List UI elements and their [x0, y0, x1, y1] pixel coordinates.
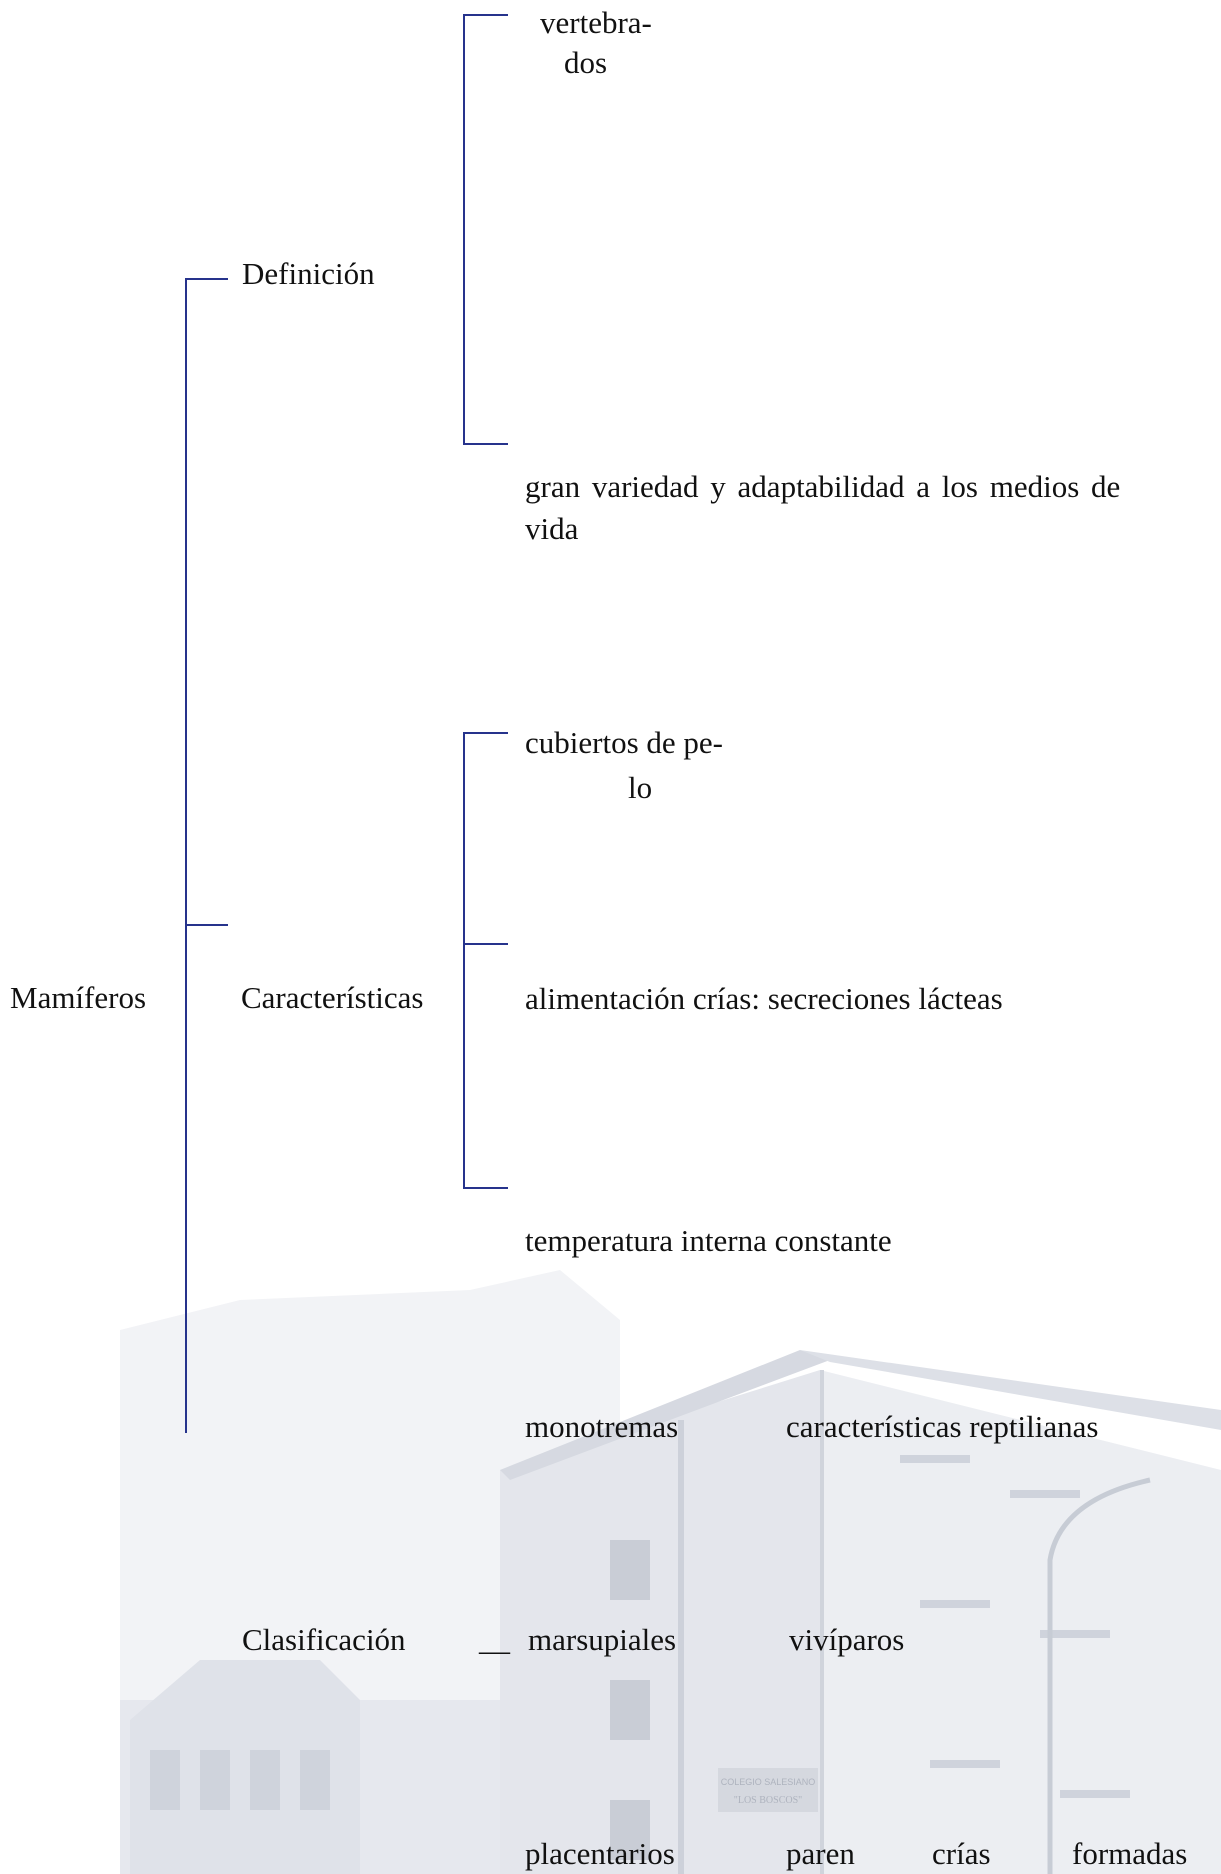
definicion-bracket-vertical [463, 14, 465, 444]
definicion-item-vertebrados-2: dos [564, 45, 608, 80]
root-bracket-tick-definicion [185, 278, 228, 280]
caracteristicas-bracket-middle [463, 943, 508, 945]
caracteristicas-item-temperatura: temperatura interna constante [525, 1223, 892, 1258]
root-bracket-tick-caracteristicas [185, 924, 228, 926]
group-placentarios-name: placentarios [525, 1836, 675, 1871]
group-placentarios-trait-word-1: paren [786, 1836, 855, 1871]
caracteristicas-bracket-bottom [463, 1187, 508, 1189]
caracteristicas-item-pelo-1: cubiertos de pe- [525, 725, 723, 760]
caracteristicas-label: Características [241, 980, 424, 1015]
definicion-item-vertebrados-1: vertebra- [540, 5, 652, 40]
group-marsupiales-name: marsupiales [528, 1622, 677, 1657]
caracteristicas-item-pelo-2: lo [628, 770, 653, 805]
root-bracket-vertical [185, 278, 187, 1433]
group-placentarios-trait-word-2: crías [932, 1836, 991, 1871]
definicion-item-variedad-2: vida [525, 511, 579, 546]
caracteristicas-bracket-vertical [463, 732, 465, 1188]
sign-line-2: "LOS BOSCOS" [734, 1795, 802, 1806]
caracteristicas-bracket-top [463, 732, 508, 734]
definicion-label: Definición [242, 256, 375, 291]
clasificacion-prefix: __ [479, 1622, 510, 1657]
group-placentarios-trait-word-3: formadas [1072, 1836, 1188, 1871]
group-monotremas-name: monotremas [525, 1409, 679, 1444]
definicion-item-variedad-1: gran variedad y adaptabilidad a los medi… [525, 469, 1121, 504]
caracteristicas-item-lacteas: alimentación crías: secreciones lácteas [525, 981, 1003, 1016]
root-label: Mamíferos [10, 980, 147, 1015]
clasificacion-label: Clasificación [242, 1622, 406, 1657]
group-marsupiales-trait: vivíparos [789, 1622, 905, 1657]
definicion-bracket-bottom [463, 443, 508, 445]
sign-line-1: COLEGIO SALESIANO [721, 1777, 816, 1787]
definicion-bracket-top [463, 14, 508, 16]
group-monotremas-trait: características reptilianas [786, 1409, 1099, 1444]
